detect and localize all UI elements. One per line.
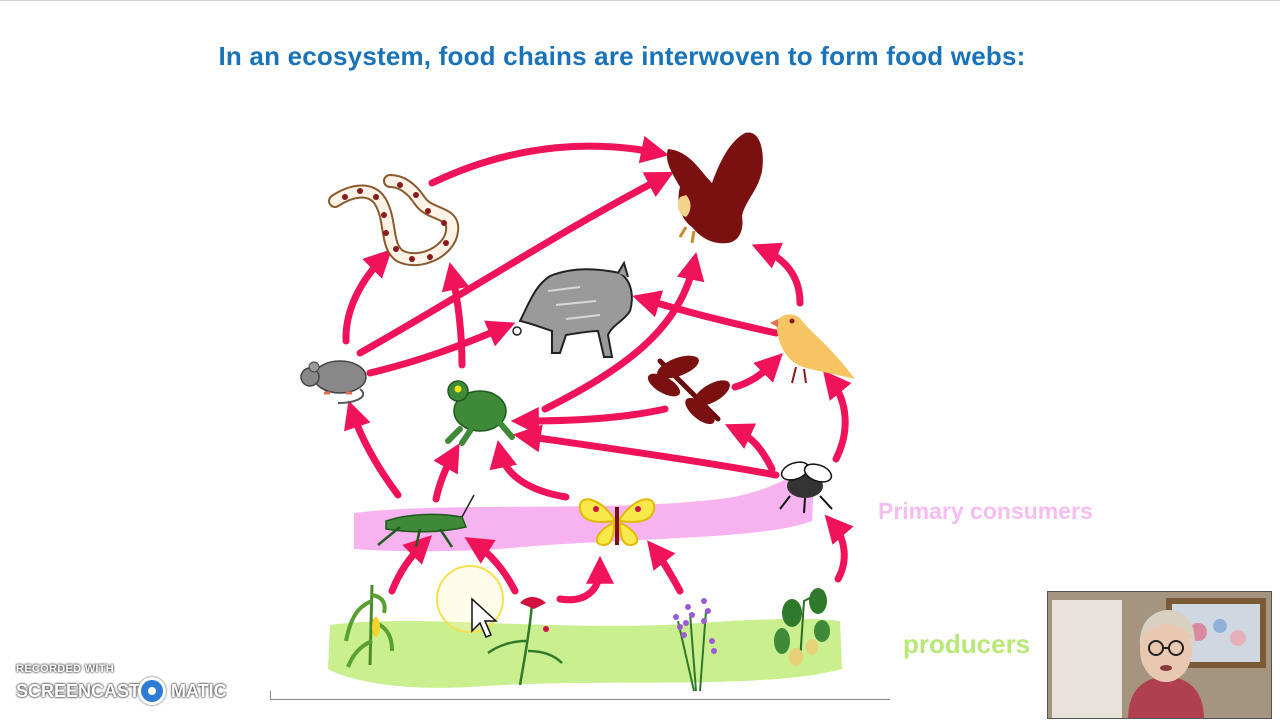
wolf-icon <box>512 260 633 358</box>
scrubber-start <box>270 691 271 700</box>
arrow-snake-eagle <box>428 135 669 187</box>
producers-label: producers <box>903 629 1031 659</box>
arrow-bird-wolf <box>632 290 780 337</box>
lavender-icon <box>673 598 717 692</box>
arrow-dragonfly-bird <box>731 353 783 391</box>
arrow-fly-bird <box>822 370 852 463</box>
arrow-fly-frog <box>512 424 780 479</box>
red-flower-icon <box>487 597 563 686</box>
frog-icon <box>445 380 515 446</box>
eagle-icon <box>666 132 763 244</box>
presenter-webcam <box>1047 591 1272 719</box>
snake-icon <box>328 174 460 267</box>
watermark-brand-left: SCREENCAST <box>16 681 141 701</box>
arrow-bean-fly <box>824 514 854 583</box>
arrow-butterfly-frog <box>489 440 570 501</box>
corn-icon <box>344 584 394 668</box>
cursor-highlight <box>436 565 504 638</box>
energy-arrows <box>342 135 854 604</box>
screencast-logo-icon <box>138 677 166 705</box>
producer-band <box>328 618 842 688</box>
bean-plant-icon <box>774 588 830 666</box>
watermark-brand-right: MATIC <box>171 681 227 701</box>
arrow-mouse-wolf <box>366 320 516 377</box>
arrow-mouse-snake <box>342 249 392 345</box>
mouse-cursor-icon <box>471 597 498 638</box>
arrow-lavender-butterfly <box>647 540 684 595</box>
playback-scrubber[interactable] <box>270 699 890 700</box>
arrow-mouse-eagle <box>356 171 674 357</box>
arrow-corn-grass <box>388 535 432 595</box>
grasshopper-icon <box>377 494 475 548</box>
recording-watermark: RECORDED WITH SCREENCAST MATIC <box>16 661 246 711</box>
watermark-caption: RECORDED WITH <box>16 663 115 675</box>
arrow-flower-butterfly <box>556 555 614 604</box>
arrow-grass-mouse <box>344 400 402 499</box>
arrow-fly-dragonfly <box>724 423 776 473</box>
arrow-flower-grass <box>464 537 519 595</box>
arrow-bird-eagle <box>751 242 804 307</box>
yellow-bird-icon <box>770 314 855 384</box>
arrow-dragonfly-frog <box>510 405 669 435</box>
door-shape <box>1052 600 1122 718</box>
butterfly-icon <box>578 498 656 547</box>
arrow-grass-frog <box>432 443 460 503</box>
primary-consumers-label: Primary consumers <box>878 498 1093 524</box>
presenter-face <box>1140 618 1192 682</box>
page-title: In an ecosystem, food chains are interwo… <box>218 41 1026 71</box>
mouse-icon <box>300 360 367 404</box>
dragonfly-icon <box>647 355 730 425</box>
presenter-shirt <box>1128 676 1204 718</box>
fly-icon <box>779 461 833 514</box>
arrow-frog-eagle <box>541 252 705 413</box>
arrow-frog-snake <box>441 262 470 369</box>
